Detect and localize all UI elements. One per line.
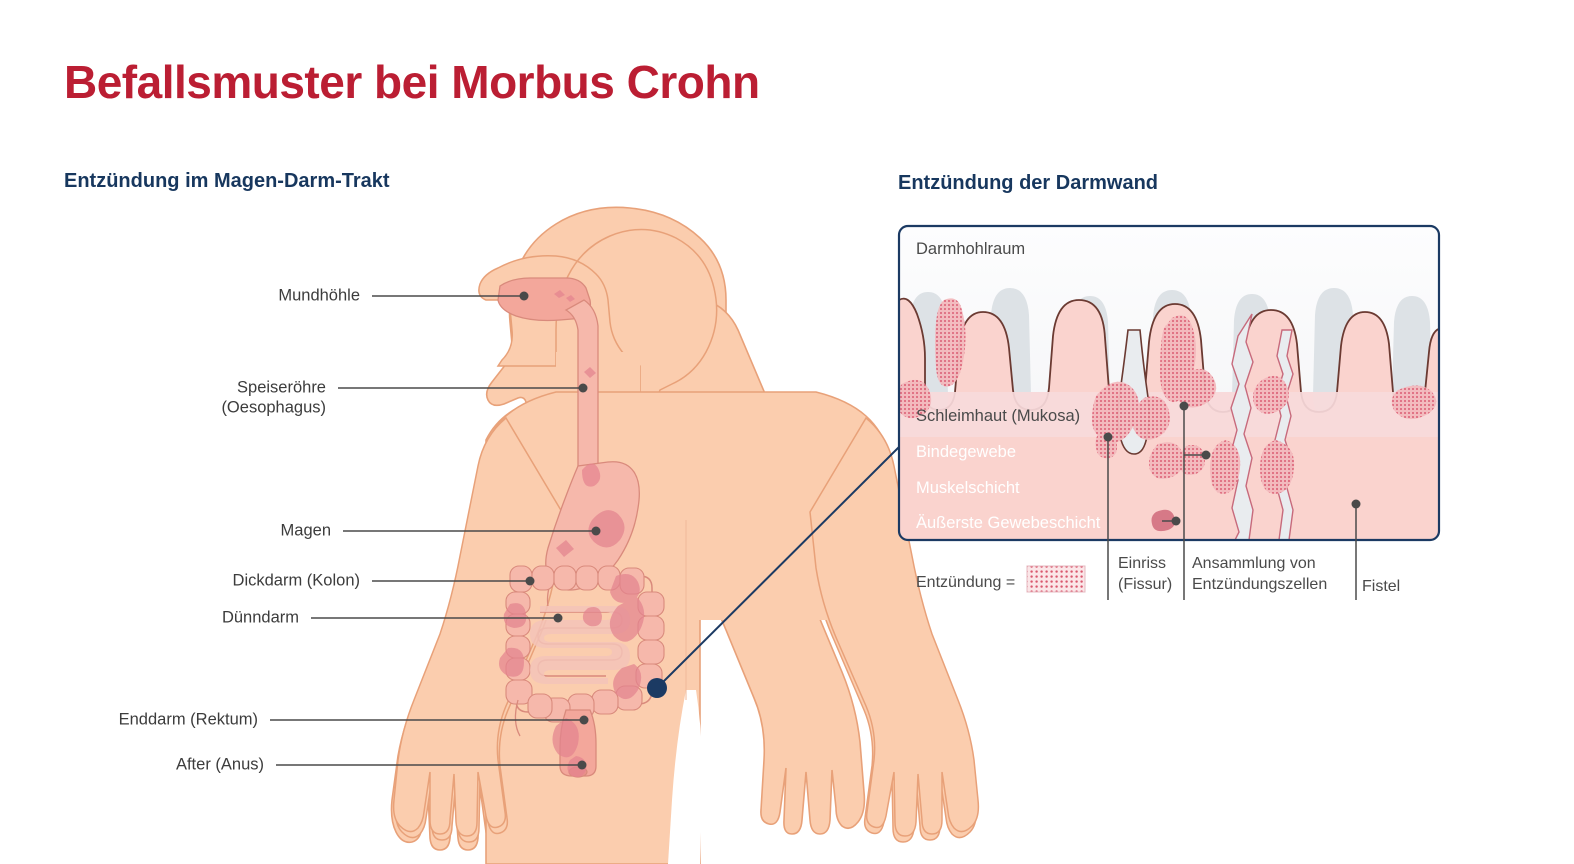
small-intestine-fill [530,606,630,684]
callout-fissur-line1: Einriss [1118,555,1167,572]
inflammation-hatch [899,298,1437,494]
panel-border [897,224,1441,542]
callout-fistel-line1: Fistel [1362,578,1401,595]
body-label: (Oesophagus) [221,398,326,417]
connector-dot [647,678,667,698]
callout-zellen-line2: Entzündungszellen [1192,576,1328,593]
intestinal-wall-panel [897,224,1441,542]
human-figure [390,206,980,864]
legend-key-label: Entzündung = [916,574,1016,591]
leader-dot [519,291,529,301]
section-heading-left: Entzündung im Magen-Darm-Trakt [64,170,390,192]
inflammation-patches [499,290,645,778]
lumen-label: Darmhohlraum [916,240,1026,258]
callout-markers [1103,401,1361,600]
colon-haustra [505,565,665,723]
leader-dot [577,760,587,770]
body-label: Mundhöhle [278,286,360,305]
arms [392,416,980,837]
layer-label-muskelschicht: Muskelschicht [916,479,1020,497]
leader-dot [578,383,588,393]
section-heading-right: Entzündung der Darmwand [898,172,1158,194]
leader-dot [591,526,601,536]
body-label: Speiseröhre [237,378,326,397]
body-label: Enddarm (Rektum) [118,710,258,729]
panel-connector [647,446,900,698]
layer-label-mukosa: Schleimhaut (Mukosa) [916,407,1081,425]
body-label: Dickdarm (Kolon) [232,571,360,590]
inflammation-swatch [1026,565,1086,593]
label-leader-lines [270,291,601,770]
leader-dot [579,715,589,725]
layer-label-bindegewebe: Bindegewebe [916,443,1016,461]
callout-zellen-line1: Ansammlung von [1192,555,1316,572]
page-title: Befallsmuster bei Morbus Crohn [64,56,760,108]
callout-fissur-line2: (Fissur) [1118,576,1173,593]
leader-dot [553,613,563,623]
fistula-channel-left [1229,313,1254,540]
body-label: After (Anus) [175,755,264,774]
leader-dot [525,576,535,586]
body-label: Magen [280,521,331,540]
body-label: Dünndarm [221,608,299,627]
layer-label-aeusserste: Äußerste Gewebeschicht [916,514,1101,532]
